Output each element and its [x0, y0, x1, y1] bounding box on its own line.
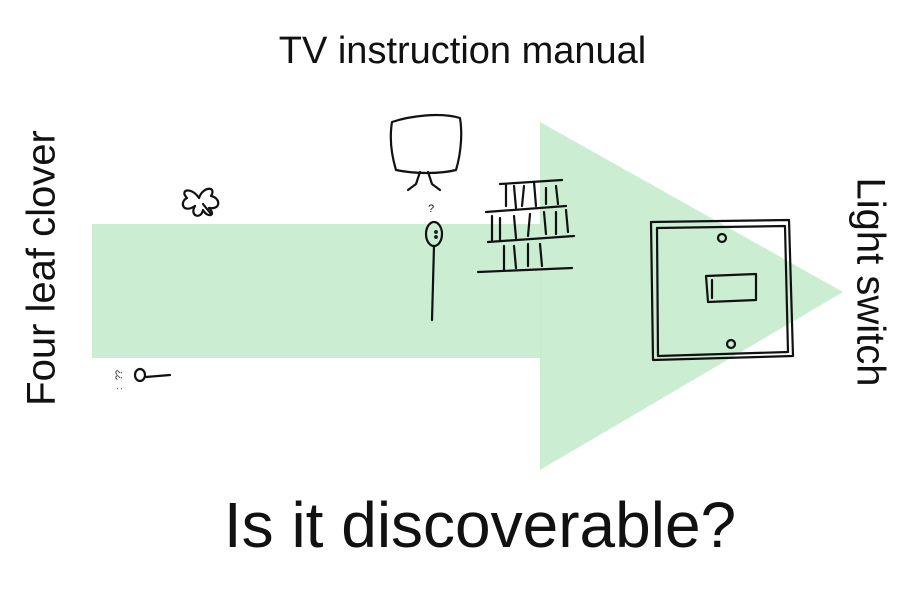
arrow-shaft — [92, 224, 542, 358]
light-switch-icon — [649, 218, 795, 362]
svg-text:??: ?? — [114, 370, 124, 380]
tv-icon — [389, 113, 463, 192]
left-label: Four leaf clover — [19, 130, 64, 406]
discoverability-arrow — [92, 122, 843, 470]
clover-icon — [181, 187, 220, 217]
arrow-head — [540, 122, 843, 470]
svg-text::: : — [114, 387, 124, 390]
question-label: Is it discoverable? — [223, 489, 737, 561]
top-label: TV instruction manual — [278, 30, 647, 72]
svg-text:?: ? — [428, 203, 434, 215]
bookshelf-icon — [476, 178, 576, 274]
right-label: Light switch — [848, 177, 893, 387]
small-person-icon: ?? : — [114, 367, 172, 390]
person-icon: ? — [424, 203, 444, 322]
